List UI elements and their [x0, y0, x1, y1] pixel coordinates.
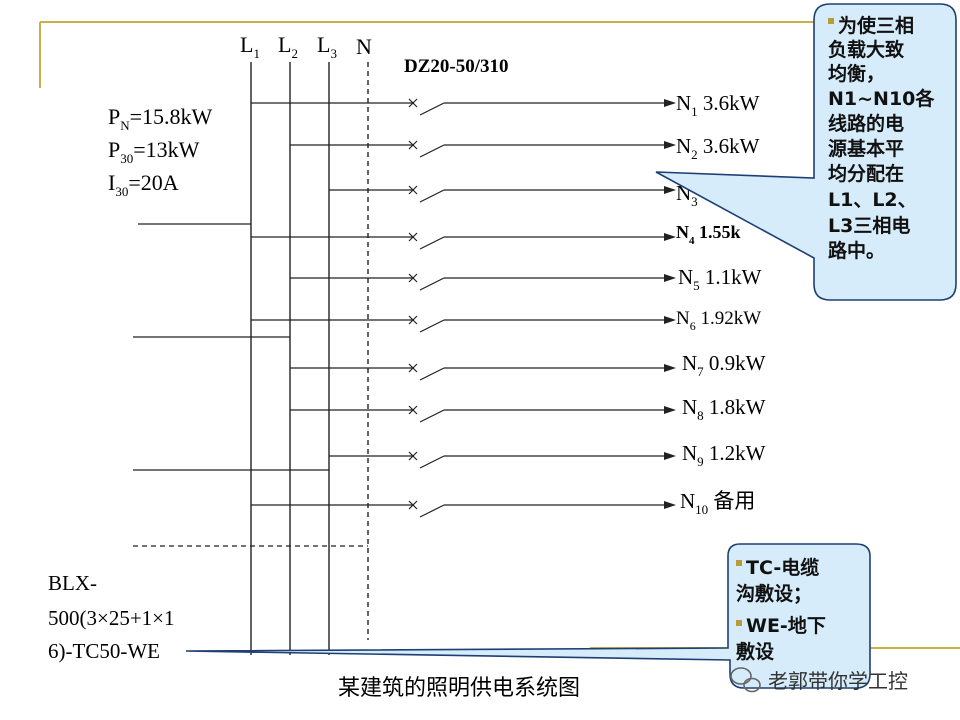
breaker-contact-mark	[408, 185, 418, 195]
watermark: 老郭带你学工控	[730, 667, 908, 693]
feeder-stubs	[133, 223, 368, 547]
callout-top-line-9: L3三相电	[828, 214, 910, 237]
callout-bottom-line-3: WE-地下	[746, 614, 826, 637]
callout-bottom-line-1: TC-电缆	[746, 556, 819, 579]
bullet-icon	[736, 560, 742, 566]
cable-spec: BLX- 500(3×25+1×1 6)-TC50-WE	[48, 571, 175, 663]
circuit-label: N7 0.9kW	[682, 351, 766, 379]
callout-top-line-1: 为使三相	[838, 14, 914, 37]
breaker-contact-mark	[408, 363, 418, 373]
circuit-label: N1 3.6kW	[676, 91, 760, 119]
wechat-icon	[730, 667, 761, 693]
breaker-contact-mark	[408, 315, 418, 325]
branch-circuit: N8 1.8kW	[290, 395, 766, 423]
callout-bottom-line-4: 敷设	[736, 640, 774, 663]
cable-line-3: 6)-TC50-WE	[48, 639, 160, 663]
branch-circuit: N3	[329, 181, 698, 209]
arrow-head-icon	[664, 141, 676, 149]
breaker-blade	[419, 277, 445, 291]
callout-top: 为使三相 负载大致 均衡， N1~N10各 线路的电 源基本平 均分配在 L1、…	[655, 3, 957, 301]
circuit-label: N2 3.6kW	[676, 134, 760, 162]
circuit-label: N10 备用	[680, 489, 755, 517]
cable-line-2: 500(3×25+1×1	[48, 606, 175, 630]
branch-circuits: N1 3.6kW N2 3.6kW N3 N4 1.55k N5 1.1kW N6 1.9…	[251, 91, 766, 518]
watermark-text: 老郭带你学工控	[768, 669, 908, 693]
callout-top-line-4: N1~N10各	[828, 87, 935, 110]
breaker-blade	[419, 102, 445, 116]
breaker-contact-mark	[408, 273, 418, 283]
callout-bottom-line-2: 沟敷设；	[736, 582, 812, 605]
branch-circuit: N1 3.6kW	[251, 91, 760, 119]
rating-p30: P30=13kW	[108, 137, 200, 166]
arrow-head-icon	[664, 233, 676, 241]
arrow-head-icon	[664, 99, 676, 107]
branch-circuit: N6 1.92kW	[251, 308, 761, 333]
breaker-contact-mark	[408, 232, 418, 242]
arrow-head-icon	[664, 501, 676, 509]
callout-top-line-10: 路中。	[828, 239, 885, 262]
callout-top-line-7: 均分配在	[828, 162, 904, 185]
branch-circuit: N7 0.9kW	[290, 351, 766, 381]
breaker-blade	[419, 144, 445, 158]
diagram-caption: 某建筑的照明供电系统图	[338, 676, 580, 701]
breaker-contact-mark	[408, 140, 418, 150]
bus-labels: L1 L2 L3 N	[240, 32, 372, 61]
branch-circuit: N5 1.1kW	[290, 265, 762, 293]
circuit-label: N9 1.2kW	[682, 441, 766, 469]
branch-circuit: N2 3.6kW	[290, 134, 760, 162]
arrow-head-icon	[664, 186, 676, 194]
breaker-contact-mark	[408, 405, 418, 415]
breaker-model: DZ20-50/310	[404, 56, 509, 77]
rating-i30: I30=20A	[108, 170, 179, 199]
breaker-blade	[419, 367, 445, 381]
ratings-block: PN=15.8kW P30=13kW I30=20A	[108, 104, 213, 199]
bus-label-l3: L3	[317, 32, 337, 61]
circuit-label: N4 1.55k	[676, 222, 741, 247]
callout-top-shape	[655, 3, 957, 301]
branch-circuit: N4 1.55k	[251, 222, 741, 250]
branch-circuit: N9 1.2kW	[329, 441, 766, 469]
arrow-head-icon	[664, 452, 676, 460]
breaker-contact-mark	[408, 98, 418, 108]
bus-label-l2: L2	[278, 32, 298, 61]
callout-bottom: TC-电缆 沟敷设； WE-地下 敷设	[185, 543, 871, 689]
circuit-label: N8 1.8kW	[682, 395, 766, 423]
callout-top-line-5: 线路的电	[828, 112, 904, 135]
circuit-label: N6 1.92kW	[676, 308, 761, 333]
cable-line-1: BLX-	[48, 571, 97, 595]
breaker-blade	[419, 189, 445, 203]
breaker-blade	[419, 409, 445, 423]
callout-top-line-8: L1、L2、	[828, 189, 917, 211]
arrow-head-icon	[664, 274, 676, 282]
breaker-blade	[419, 236, 445, 250]
breaker-contact-mark	[408, 451, 418, 461]
bullet-icon	[736, 620, 742, 626]
breaker-blade	[419, 455, 445, 469]
callout-top-line-3: 均衡，	[828, 62, 885, 85]
callout-top-line-6: 源基本平	[828, 137, 904, 160]
branch-circuit: N10 备用	[251, 489, 755, 518]
bus-label-n: N	[356, 34, 372, 59]
circuit-label: N5 1.1kW	[678, 265, 762, 293]
bus-bars	[250, 62, 369, 655]
rating-pn: PN=15.8kW	[108, 104, 213, 133]
breaker-blade	[419, 319, 445, 333]
bullet-icon	[828, 18, 834, 24]
arrow-head-icon	[664, 406, 676, 414]
callout-top-line-2: 负载大致	[828, 38, 905, 61]
breaker-blade	[419, 504, 445, 518]
arrow-head-icon	[664, 364, 676, 372]
bus-label-l1: L1	[240, 32, 260, 61]
breaker-contact-mark	[408, 500, 418, 510]
arrow-head-icon	[664, 316, 676, 324]
